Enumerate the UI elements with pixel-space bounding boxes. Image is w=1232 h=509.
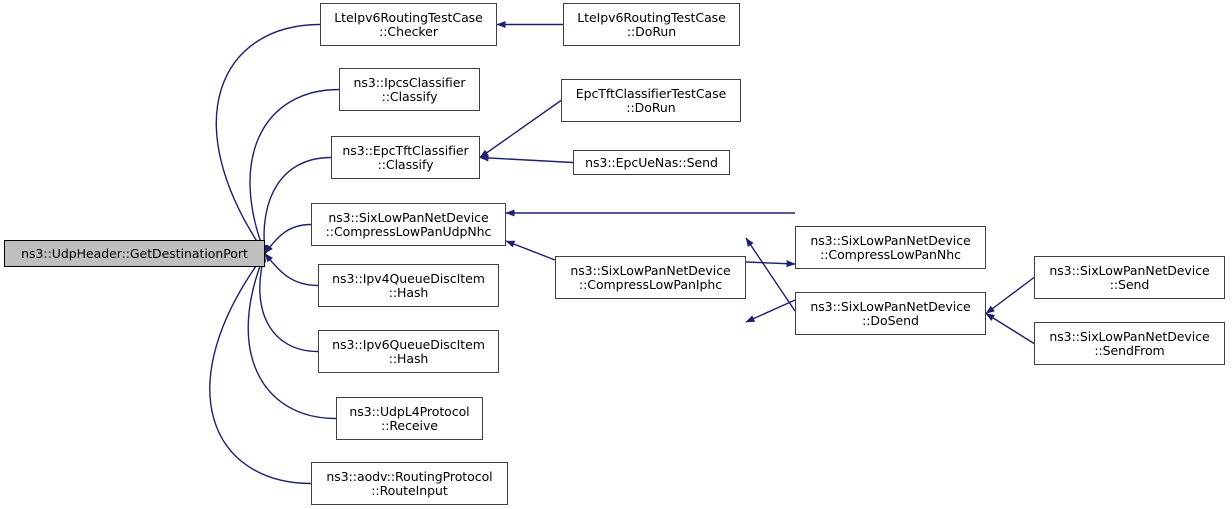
graph-node-udpnhc[interactable]: ns3::SixLowPanNetDevice ::CompressLowPan… (311, 203, 506, 246)
edge-aodv-to-root (209, 253, 312, 485)
graph-node-nhc[interactable]: ns3::SixLowPanNetDevice ::CompressLowPan… (795, 226, 986, 269)
graph-node-lte_dorun[interactable]: LteIpv6RoutingTestCase ::DoRun (563, 3, 740, 46)
edge-checker-to-root (215, 23, 321, 254)
graph-node-udpl4_receive[interactable]: ns3::UdpL4Protocol ::Receive (336, 397, 483, 440)
edge-ipv6hash-to-root (259, 253, 319, 353)
edge-iphc-to-udpnhc (505, 240, 556, 261)
edge-iphc-to-nhc (745, 260, 796, 268)
graph-node-six_sendfrom[interactable]: ns3::SixLowPanNetDevice ::SendFrom (1034, 322, 1225, 365)
edge-udpnhc-to-root (264, 223, 312, 254)
graph-node-root[interactable]: ns3::UdpHeader::GetDestinationPort (4, 240, 265, 267)
graph-node-iphc[interactable]: ns3::SixLowPanNetDevice ::CompressLowPan… (555, 256, 746, 299)
graph-node-ipcs_classify[interactable]: ns3::IpcsClassifier ::Classify (339, 68, 480, 111)
graph-node-ipv6hash[interactable]: ns3::Ipv6QueueDiscItem ::Hash (318, 330, 499, 373)
graph-node-epctft_dorun[interactable]: EpcTftClassifierTestCase ::DoRun (561, 79, 741, 122)
graph-node-epcuenas_send[interactable]: ns3::EpcUeNas::Send (573, 150, 730, 175)
graph-node-dosend[interactable]: ns3::SixLowPanNetDevice ::DoSend (795, 292, 986, 335)
edge-send-to-dosend (985, 276, 1035, 315)
graph-node-lte_checker[interactable]: LteIpv6RoutingTestCase ::Checker (320, 3, 497, 46)
graph-node-ipv4hash[interactable]: ns3::Ipv4QueueDiscItem ::Hash (318, 264, 499, 307)
edge-epctftdorun-to-classify (479, 99, 562, 159)
edge-epcuenas-to-classify (479, 154, 574, 164)
graph-node-six_send[interactable]: ns3::SixLowPanNetDevice ::Send (1034, 256, 1225, 299)
edge-nhc-to-iphc (745, 237, 796, 312)
edge-dosend-to-iphc (745, 299, 796, 323)
edge-sendfrom-to-dosend (985, 312, 1035, 345)
graph-node-epctft_classify[interactable]: ns3::EpcTftClassifier ::Classify (331, 136, 480, 179)
edge-ipv4hash-to-root (264, 253, 319, 287)
graph-node-aodv_routeinput[interactable]: ns3::aodv::RoutingProtocol ::RouteInput (311, 462, 508, 505)
